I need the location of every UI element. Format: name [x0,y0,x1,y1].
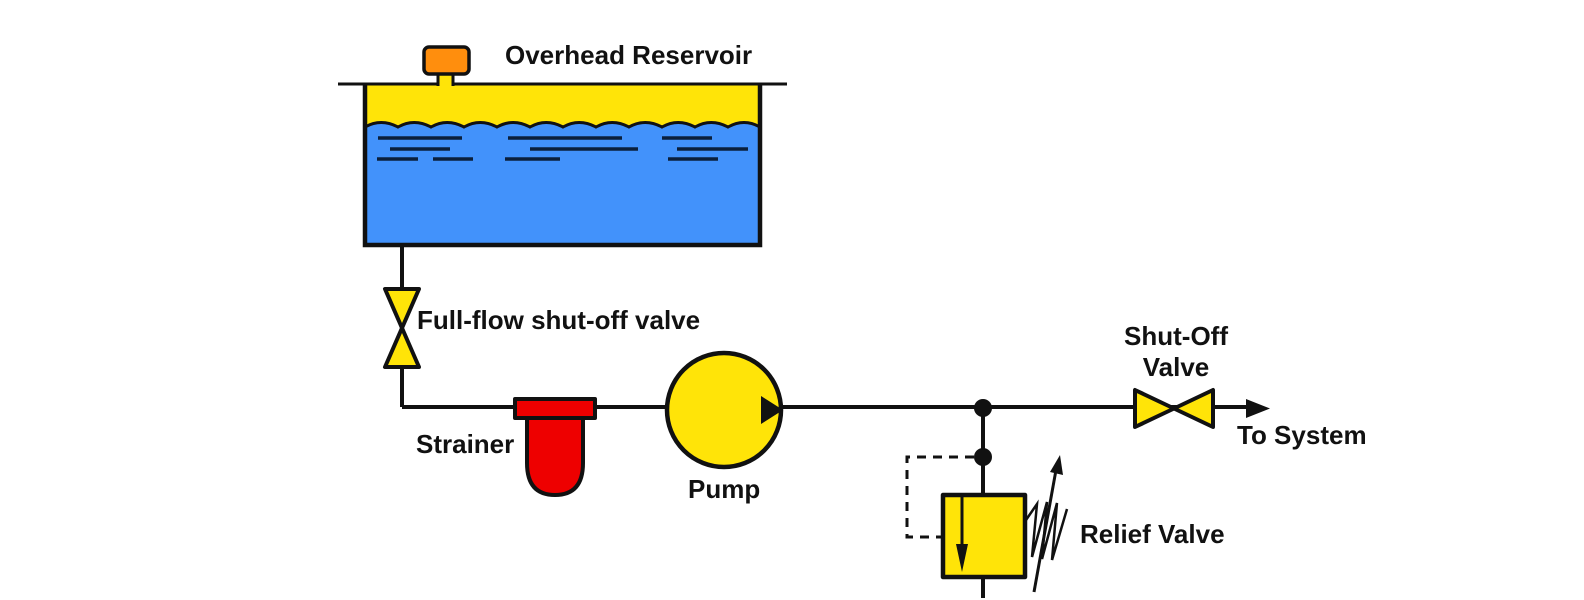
pump-icon [664,350,784,470]
pilot-line [905,455,974,539]
spring-adjust-arrow-shaft [1032,469,1058,593]
spring-adjust-arrow-icon [1050,455,1063,475]
shutoff-valve-label-line2: Valve [1142,352,1210,382]
liquid-surface-wave [364,121,761,129]
reservoir-liquid [365,122,760,243]
relief-valve-body [940,492,1028,580]
to-system-arrow-icon [1246,399,1270,418]
strainer-icon [513,397,597,497]
pump-flow-arrow-icon [761,396,783,424]
junction-dot-main [974,399,992,417]
breather-cap-icon [422,45,471,76]
shutoff-valve-label-line1: Shut-Off [1124,321,1228,351]
overhead-reservoir [338,45,787,248]
shutoff-valve-icon [1133,388,1215,429]
junction-dot-pilot [974,448,992,466]
reservoir-air-space [365,84,760,132]
full-flow-shutoff-valve-icon [383,287,421,369]
relief-valve-flow-arrow-icon [956,544,968,572]
full-flow-valve-label: Full-flow shut-off valve [417,305,701,335]
reservoir-walls [362,84,763,248]
valve-upper-triangle [383,287,421,330]
liquid-ripples [377,136,748,161]
strainer-cup [525,415,585,497]
reservoir-label: Overhead Reservoir [505,40,753,70]
strainer-body [513,397,597,420]
relief-valve-icon [940,455,1069,593]
valve-lower-triangle [383,326,421,369]
relief-valve-label: Relief Valve [1080,519,1225,549]
shutoff-valve-label: Shut-Off Valve [1096,321,1256,383]
valve-right-triangle [1172,388,1215,429]
to-system-label: To System [1237,420,1367,450]
strainer-label: Strainer [416,429,515,459]
pump-label: Pump [688,474,761,504]
valve-left-triangle [1133,388,1176,429]
